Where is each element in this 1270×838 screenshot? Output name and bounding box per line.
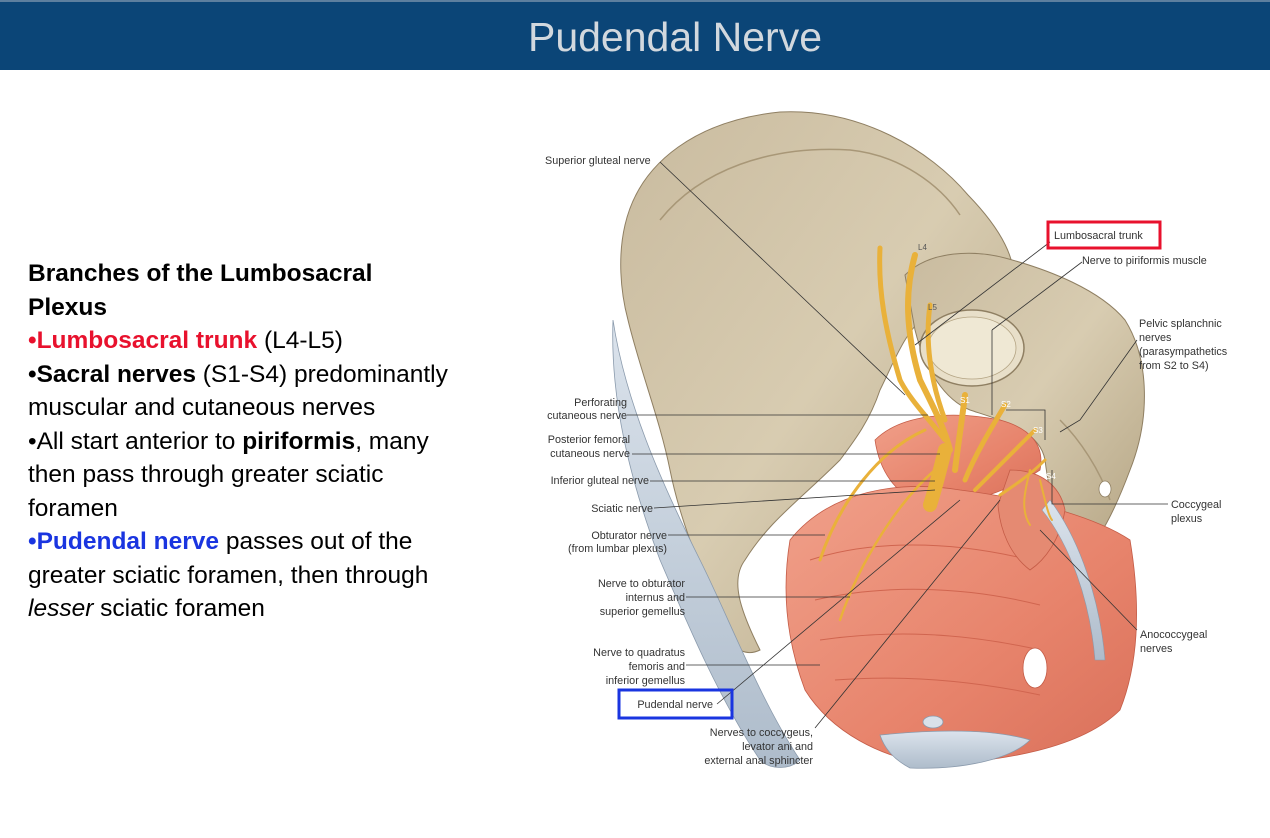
- bullet-lumbosacral-trunk: •Lumbosacral trunk (L4-L5): [28, 327, 343, 354]
- label-quadratus-1: Nerve to quadratus: [593, 647, 685, 659]
- label-lumbosacral-trunk: Lumbosacral trunk: [1054, 230, 1143, 242]
- segment-s4: S4: [1046, 472, 1056, 481]
- segment-l4: L4: [918, 243, 927, 252]
- label-superior-gluteal: Superior gluteal nerve: [545, 155, 651, 167]
- segment-s1: S1: [960, 396, 970, 405]
- label-anococcygeal-2: nerves: [1140, 643, 1173, 655]
- levator-ani-muscle: [785, 486, 1137, 766]
- label-perforating-2: cutaneous nerve: [547, 410, 627, 422]
- label-nerve-piriformis: Nerve to piriformis muscle: [1082, 255, 1207, 267]
- label-pudendal: Pudendal nerve: [637, 699, 713, 711]
- bullet-list: Branches of the Lumbosacral Plexus •Lumb…: [28, 257, 448, 626]
- label-pelvic-splanchnic-1: Pelvic splanchnic: [1139, 318, 1222, 330]
- label-anococcygeal-1: Anococcygeal: [1140, 629, 1207, 641]
- label-coccygeus-1: Nerves to coccygeus,: [710, 727, 813, 739]
- sacrospinous-ligament: [1041, 499, 1106, 661]
- label-pelvic-splanchnic-4: from S2 to S4): [1139, 360, 1209, 372]
- nerve-bundle: [818, 245, 1053, 622]
- ligament-bottom: [879, 730, 1031, 769]
- label-obturator-internus-3: superior gemellus: [600, 606, 686, 618]
- highlight-lumbosacral-trunk: [1046, 220, 1162, 250]
- coccygeus-muscle: [997, 469, 1066, 571]
- label-quadratus-2: femoris and: [629, 661, 685, 673]
- label-pelvic-splanchnic-3: (parasympathetics: [1139, 346, 1228, 358]
- title-bar: Pudendal Nerve: [0, 0, 1270, 70]
- segment-s3: S3: [1033, 426, 1043, 435]
- bullet-piriformis: •All start anterior to piriformis, many …: [28, 427, 429, 522]
- label-obturator-2: (from lumbar plexus): [568, 543, 667, 555]
- label-post-femoral-2: cutaneous nerve: [550, 448, 630, 460]
- label-coccygeus-2: levator ani and: [742, 741, 813, 753]
- label-obturator-internus-2: internus and: [626, 592, 685, 604]
- ligament-left: [612, 319, 801, 768]
- label-coccygeal-plexus-1: Coccygeal: [1171, 499, 1221, 511]
- slide-title: Pudendal Nerve: [527, 14, 823, 60]
- bullet-heading: Branches of the Lumbosacral Plexus: [28, 260, 373, 321]
- obturator-opening: [1022, 647, 1048, 689]
- label-inferior-gluteal: Inferior gluteal nerve: [551, 475, 649, 487]
- label-quadratus-3: inferior gemellus: [606, 675, 686, 687]
- label-perforating-1: Perforating: [574, 397, 627, 409]
- leader-lines: [627, 161, 1168, 729]
- bullet-pudendal-nerve: •Pudendal nerve passes out of the greate…: [28, 528, 429, 622]
- sacral-foramen: [1098, 480, 1112, 498]
- label-coccygeal-plexus-2: plexus: [1171, 513, 1203, 525]
- label-sciatic: Sciatic nerve: [591, 503, 653, 515]
- iliac-bone: [620, 111, 1015, 653]
- label-pelvic-splanchnic-2: nerves: [1139, 332, 1172, 344]
- bullet-sacral-nerves: •Sacral nerves (S1-S4) predominantly mus…: [28, 360, 448, 422]
- segment-l5: L5: [928, 303, 937, 312]
- label-obturator-internus-1: Nerve to obturator: [598, 578, 685, 590]
- label-post-femoral-1: Posterior femoral: [548, 434, 630, 446]
- label-coccygeus-3: external anal sphincter: [704, 755, 813, 767]
- highlight-pudendal-nerve: [617, 688, 734, 720]
- segment-s2: S2: [1001, 400, 1011, 409]
- label-obturator-1: Obturator nerve: [591, 530, 667, 542]
